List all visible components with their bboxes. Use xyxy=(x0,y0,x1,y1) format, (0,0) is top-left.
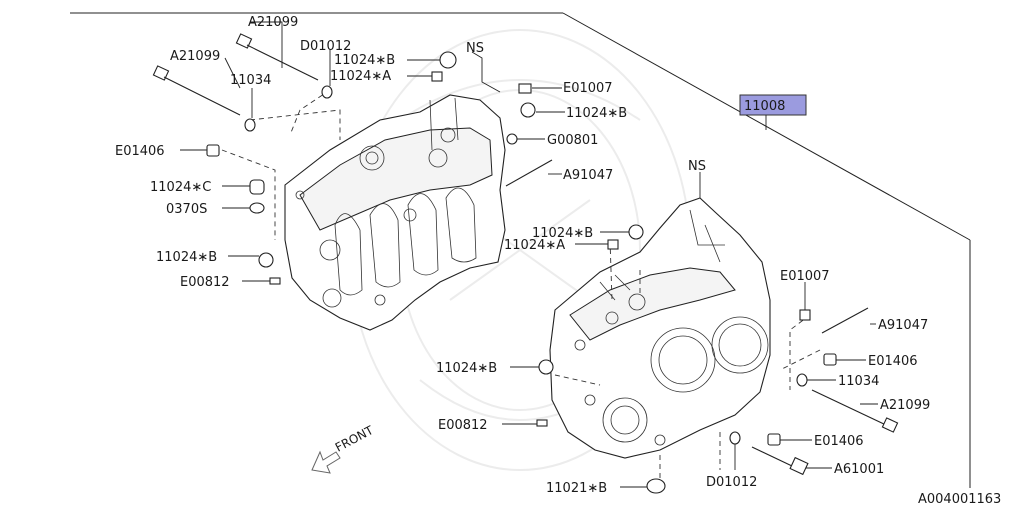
label-e00812-left[interactable]: E00812 xyxy=(180,275,230,290)
leader-lines xyxy=(180,21,878,488)
bolt-11024a-mid xyxy=(607,239,619,250)
label-e01007-top[interactable]: E01007 xyxy=(563,81,613,96)
label-d01012-bottom[interactable]: D01012 xyxy=(706,475,757,490)
bolt-a21099-right-head xyxy=(881,417,899,433)
label-ns-right[interactable]: NS xyxy=(688,159,706,174)
label-a21099-right[interactable]: A21099 xyxy=(880,398,930,413)
front-indicator: FRONT xyxy=(311,423,376,474)
label-11024b-right-top[interactable]: 11024∗B xyxy=(566,106,627,121)
label-11024b-mid[interactable]: 11024∗B xyxy=(532,226,593,241)
washer-d01012-bottom xyxy=(729,431,741,445)
label-e01406-right-low[interactable]: E01406 xyxy=(814,434,864,449)
label-11024b-lower[interactable]: 11024∗B xyxy=(436,361,497,376)
main-part-callout[interactable]: 11008 xyxy=(739,94,807,130)
plug-11024b-left xyxy=(258,252,274,268)
label-e01406-left[interactable]: E01406 xyxy=(115,144,165,159)
label-g00801[interactable]: G00801 xyxy=(547,133,598,148)
bolt-a61001 xyxy=(751,446,793,467)
label-11024c[interactable]: 11024∗C xyxy=(150,180,211,195)
label-a21099-top[interactable]: A21099 xyxy=(248,15,298,30)
main-part-number: 11008 xyxy=(744,99,785,114)
left-crankcase xyxy=(284,94,506,331)
dowel-e01007-right xyxy=(799,309,811,321)
washer-11034-left xyxy=(244,118,256,132)
small-parts xyxy=(152,33,899,494)
part-labels: A21099 D01012 NS A21099 11024∗B 11024∗A … xyxy=(115,15,930,496)
dowel-e01007-top xyxy=(518,83,532,94)
label-11024b-top[interactable]: 11024∗B xyxy=(334,53,395,68)
label-e00812-lower[interactable]: E00812 xyxy=(438,418,488,433)
label-ns-left[interactable]: NS xyxy=(466,41,484,56)
label-11024a-top[interactable]: 11024∗A xyxy=(330,69,391,84)
stud-a91047-top xyxy=(505,159,553,187)
label-0370s[interactable]: 0370S xyxy=(166,202,207,217)
washer-d01012-top xyxy=(321,85,333,99)
bolt-a21099-top xyxy=(235,33,319,81)
assembly-dashes xyxy=(221,89,821,478)
label-e01406-right-top[interactable]: E01406 xyxy=(868,354,918,369)
stud-a91047-right xyxy=(821,307,869,334)
label-a91047-top[interactable]: A91047 xyxy=(563,168,613,183)
plug-11024b-right-top xyxy=(520,102,536,118)
frame-lines xyxy=(70,12,971,488)
plug-11024b-mid xyxy=(628,224,644,240)
label-a91047-right[interactable]: A91047 xyxy=(878,318,928,333)
dowel-e00812-lower xyxy=(536,419,548,427)
dowel-e01406-right-low xyxy=(767,433,781,446)
bolt-a61001-head xyxy=(789,456,809,476)
label-11024a-mid[interactable]: 11024∗A xyxy=(504,238,565,253)
label-11034-right[interactable]: 11034 xyxy=(838,374,879,389)
plug-11024b-lower xyxy=(538,359,554,375)
washer-11034-right xyxy=(796,373,808,387)
label-11021b[interactable]: 11021∗B xyxy=(546,481,607,496)
right-crankcase xyxy=(549,197,771,459)
bolt-11024a-top xyxy=(431,71,443,82)
label-e01007-right[interactable]: E01007 xyxy=(780,269,830,284)
dowel-e00812-left xyxy=(269,277,281,285)
bolt-a21099-right xyxy=(811,389,887,426)
dowel-e01406-right-top xyxy=(823,353,837,366)
label-a21099-left[interactable]: A21099 xyxy=(170,49,220,64)
washer-0370s xyxy=(249,202,265,214)
front-arrow-icon xyxy=(311,450,341,474)
bolt-a21099-left xyxy=(152,65,241,116)
nut-11024c xyxy=(249,179,265,195)
plug-11021b xyxy=(646,478,666,494)
label-a61001[interactable]: A61001 xyxy=(834,462,884,477)
plug-11024b-top xyxy=(439,51,457,69)
label-11024b-left[interactable]: 11024∗B xyxy=(156,250,217,265)
label-11034-left[interactable]: 11034 xyxy=(230,73,271,88)
front-label: FRONT xyxy=(333,423,376,455)
figure-id: A004001163 xyxy=(918,492,1001,507)
oring-g00801 xyxy=(506,133,518,145)
dowel-e01406-left xyxy=(206,144,220,157)
label-d01012-top[interactable]: D01012 xyxy=(300,39,351,54)
